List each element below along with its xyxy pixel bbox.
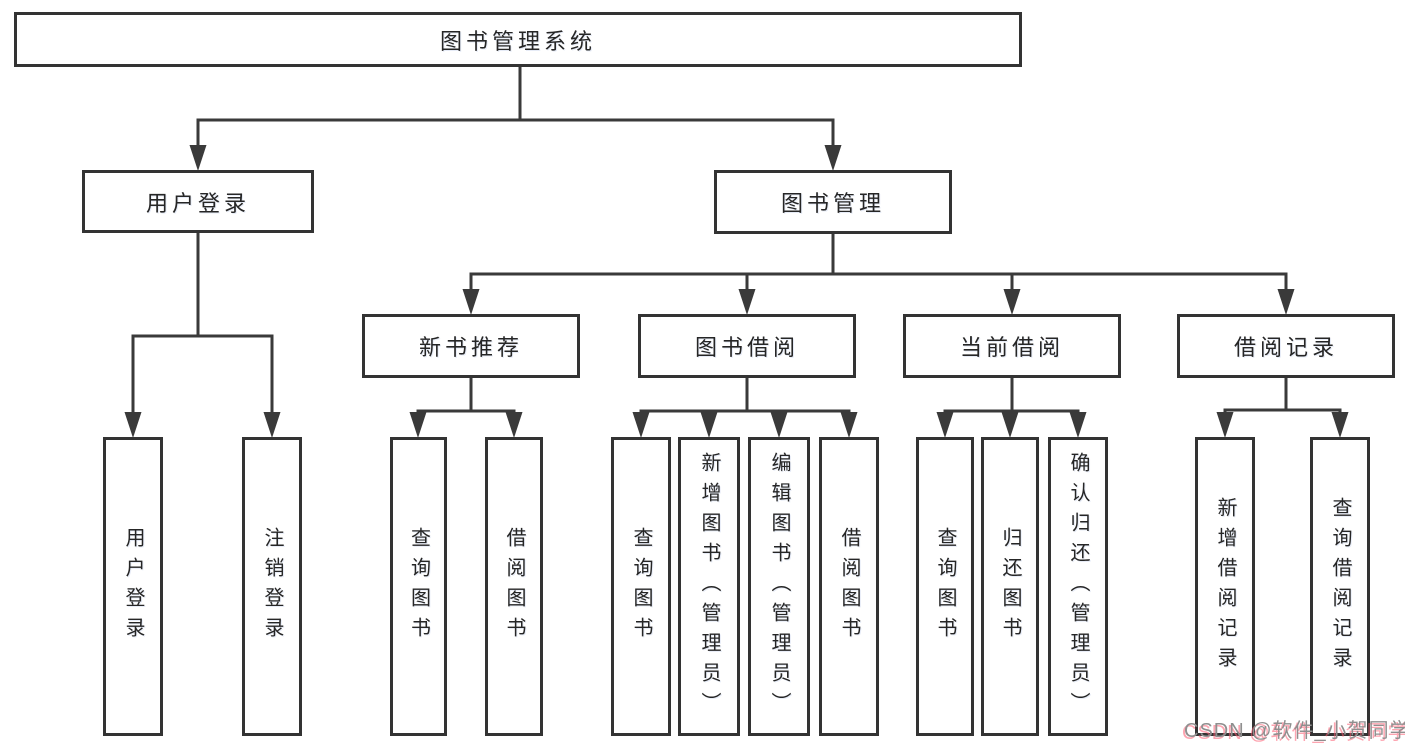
leaf-query-books-current-label: 查询图书 [934, 526, 956, 647]
arrowhead-icon [632, 412, 650, 438]
node-book-management-label: 图书管理 [780, 191, 885, 216]
arrowhead-icon [824, 145, 842, 171]
leaf-query-books-borrow-label: 查询图书 [630, 526, 652, 647]
leaf-query-borrow-record-label: 查询借阅记录 [1329, 496, 1351, 677]
leaf-logout-label: 注销登录 [261, 526, 283, 647]
node-borrowing-records: 借阅记录 [1177, 314, 1395, 378]
arrowhead-icon [1069, 412, 1087, 438]
node-new-book-recommendation-label: 新书推荐 [418, 335, 523, 360]
arrowhead-icon [738, 289, 756, 315]
leaf-confirm-return-admin: 确认归还（管理员） [1048, 437, 1108, 736]
node-current-borrowing-label: 当前借阅 [959, 335, 1064, 360]
arrowhead-icon [770, 412, 788, 438]
arrowhead-icon [409, 412, 427, 438]
leaf-edit-book-admin-label: 编辑图书（管理员） [768, 451, 790, 722]
leaf-return-book-label: 归还图书 [999, 526, 1021, 647]
arrowhead-icon [505, 412, 523, 438]
leaf-borrow-books-recommend-label: 借阅图书 [503, 526, 525, 647]
node-user-login: 用户登录 [82, 170, 314, 233]
arrowhead-icon [263, 412, 281, 438]
leaf-query-borrow-record: 查询借阅记录 [1310, 437, 1370, 736]
leaf-user-login: 用户登录 [103, 437, 163, 736]
leaf-user-login-label: 用户登录 [122, 526, 144, 647]
node-book-borrowing: 图书借阅 [638, 314, 856, 378]
node-root: 图书管理系统 [14, 12, 1022, 67]
arrowhead-icon [189, 145, 207, 171]
arrowhead-icon [124, 412, 142, 438]
arrowhead-icon [700, 412, 718, 438]
leaf-query-books-current: 查询图书 [916, 437, 974, 736]
leaf-borrow-books-label: 借阅图书 [838, 526, 860, 647]
arrowhead-icon [936, 412, 954, 438]
node-new-book-recommendation: 新书推荐 [362, 314, 580, 378]
arrowhead-icon [1277, 289, 1295, 315]
leaf-logout: 注销登录 [242, 437, 302, 736]
leaf-borrow-books: 借阅图书 [819, 437, 879, 736]
leaf-add-book-admin: 新增图书（管理员） [678, 437, 740, 736]
arrowhead-icon [1331, 412, 1349, 438]
node-root-label: 图书管理系统 [439, 28, 596, 54]
leaf-query-books-borrow: 查询图书 [611, 437, 671, 736]
node-book-management: 图书管理 [714, 170, 952, 234]
arrowhead-icon [1001, 412, 1019, 438]
leaf-add-borrow-record: 新增借阅记录 [1195, 437, 1255, 736]
watermark: CSDN @软件_小贺同学 [1184, 720, 1405, 742]
leaf-add-book-admin-label: 新增图书（管理员） [698, 451, 720, 722]
leaf-add-borrow-record-label: 新增借阅记录 [1214, 496, 1236, 677]
node-book-borrowing-label: 图书借阅 [694, 335, 799, 360]
node-user-login-label: 用户登录 [145, 190, 250, 216]
leaf-query-books-recommend-label: 查询图书 [407, 526, 430, 647]
arrowhead-icon [462, 289, 480, 315]
node-borrowing-records-label: 借阅记录 [1233, 335, 1338, 360]
leaf-borrow-books-recommend: 借阅图书 [485, 437, 543, 736]
arrowhead-icon [840, 412, 858, 438]
leaf-confirm-return-admin-label: 确认归还（管理员） [1067, 451, 1089, 722]
leaf-return-book: 归还图书 [981, 437, 1039, 736]
arrowhead-icon [1003, 289, 1021, 315]
arrowhead-icon [1216, 412, 1234, 438]
leaf-query-books-recommend: 查询图书 [390, 437, 447, 736]
node-current-borrowing: 当前借阅 [903, 314, 1121, 378]
leaf-edit-book-admin: 编辑图书（管理员） [748, 437, 810, 736]
